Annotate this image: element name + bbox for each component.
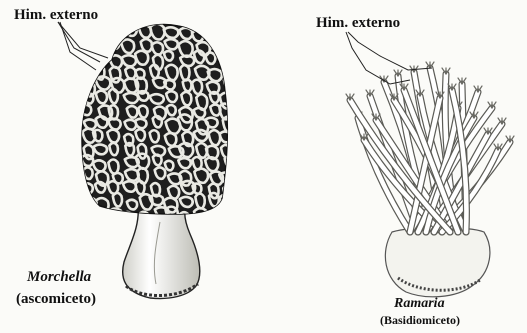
cap-ridge xyxy=(220,194,231,209)
cap-ridge xyxy=(82,197,96,211)
cap-ridge xyxy=(82,28,91,39)
cap-ridge xyxy=(97,39,110,53)
ramaria-branches xyxy=(346,62,514,232)
morchella-genus-label: Morchella xyxy=(27,270,91,285)
cap-ridge xyxy=(95,207,104,217)
basidiomycete-group-label: (Basidiomiceto) xyxy=(380,314,460,326)
morchella-stem xyxy=(123,204,200,299)
cap-ridge xyxy=(96,27,105,42)
ramaria-base xyxy=(385,228,490,297)
cap-ridge xyxy=(219,172,234,182)
cap-ridge xyxy=(82,209,95,221)
cap-ridge xyxy=(224,52,234,61)
pointer-line-left-1 xyxy=(58,22,100,62)
ramaria-figure xyxy=(346,62,514,297)
cap-ridge xyxy=(223,185,234,199)
outer-hymenium-label-left: Him. externo xyxy=(14,8,98,23)
cap-ridge xyxy=(224,77,235,89)
cap-ridge xyxy=(223,117,233,133)
cap-ridge xyxy=(221,211,234,227)
ramaria-genus-label: Ramaria xyxy=(394,297,445,311)
cap-ridge xyxy=(220,39,233,53)
cap-ridge xyxy=(208,26,218,40)
cap-ridge xyxy=(83,64,94,74)
cap-ridge xyxy=(122,212,133,224)
outer-hymenium-label-right: Him. externo xyxy=(316,16,400,31)
cap-ridge xyxy=(208,38,219,50)
ascomycete-group-label: (ascomiceto) xyxy=(16,292,96,307)
cap-ridge xyxy=(111,26,121,40)
morchella-figure xyxy=(80,24,238,299)
cap-ridge xyxy=(221,26,230,41)
cap-ridge xyxy=(210,210,219,224)
pointer-line-right-2 xyxy=(348,32,432,70)
